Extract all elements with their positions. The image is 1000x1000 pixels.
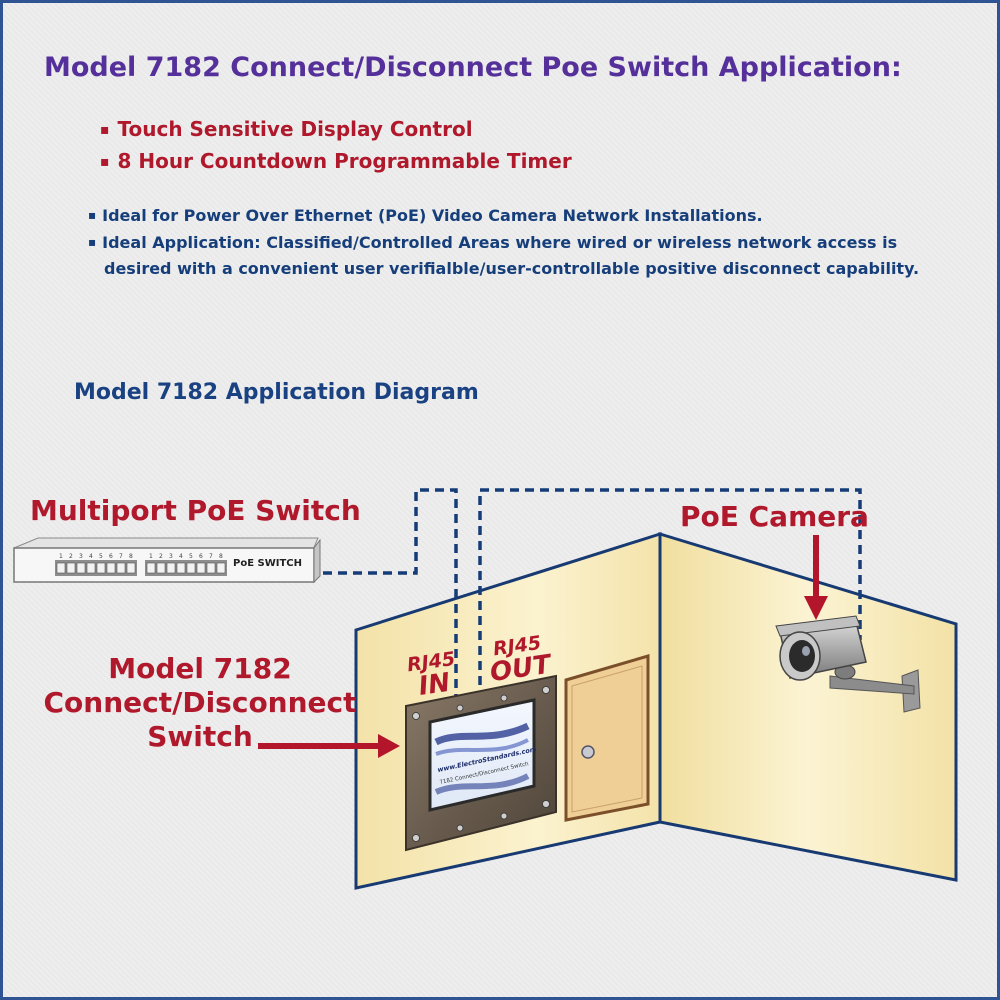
switch-port-number: 8: [129, 553, 133, 560]
cable-switch-to-in: [308, 488, 458, 700]
switch-port-number: 2: [69, 553, 73, 560]
notes-list: Ideal for Power Over Ethernet (PoE) Vide…: [88, 202, 988, 282]
switch-port: [56, 562, 66, 574]
poe-camera-device: [775, 615, 921, 713]
switch-port-number: 3: [169, 553, 173, 560]
switch-badge-text: PoE SWITCH: [233, 558, 302, 569]
switch-port: [76, 562, 86, 574]
note-item: Ideal for Power Over Ethernet (PoE) Vide…: [88, 202, 988, 229]
switch-port-number: 1: [59, 553, 63, 560]
switch-port-number: 5: [189, 553, 193, 560]
rj45-in-label: RJ45 IN: [395, 647, 471, 702]
switch-port: [206, 562, 216, 574]
note-item: Ideal Application: Classified/Controlled…: [88, 229, 988, 282]
switch-port-number: 7: [119, 553, 123, 560]
switch-port-number: 2: [159, 553, 163, 560]
switch-port-number: 8: [219, 553, 223, 560]
switch-port: [146, 562, 156, 574]
switch-port: [96, 562, 106, 574]
door: [564, 653, 650, 822]
model-7182-panel: www.ElectroStandards.com 7182 Connect/Di…: [405, 674, 557, 852]
panel-screws: [412, 686, 550, 842]
switch-port: [216, 562, 226, 574]
switch-port: [66, 562, 76, 574]
pointer-arrows: [258, 535, 828, 758]
feature-item: Touch Sensitive Display Control: [100, 114, 572, 146]
switch-port: [126, 562, 136, 574]
model-label-line: Switch: [147, 720, 253, 753]
door-knob: [581, 745, 595, 759]
switch-port-number: 6: [199, 553, 203, 560]
switch-port-number: 5: [99, 553, 103, 560]
switch-port: [166, 562, 176, 574]
model-label-line: Model 7182: [108, 652, 292, 685]
switch-port-number: 1: [149, 553, 153, 560]
switch-port: [106, 562, 116, 574]
switch-port: [116, 562, 126, 574]
camera-arrow-head: [804, 596, 828, 620]
switch-port-number: 3: [79, 553, 83, 560]
multiport-switch-label: Multiport PoE Switch: [30, 494, 361, 527]
feature-list: Touch Sensitive Display Control 8 Hour C…: [100, 114, 572, 178]
rj45-out-label: RJ45 OUT: [481, 631, 557, 688]
cables: [308, 488, 862, 700]
switch-port-number: 4: [179, 553, 183, 560]
switch-port-number: 4: [89, 553, 93, 560]
switch-port: [176, 562, 186, 574]
model-switch-label: Model 7182 Connect/Disconnect Switch: [40, 652, 360, 754]
poe-camera-label: PoE Camera: [680, 500, 869, 533]
switch-port: [86, 562, 96, 574]
page-title: Model 7182 Connect/Disconnect Poe Switch…: [44, 52, 902, 83]
switch-port-number: 6: [109, 553, 113, 560]
switch-arrow-head: [378, 734, 400, 758]
switch-port: [186, 562, 196, 574]
note-text: Ideal Application: Classified/Controlled…: [102, 233, 898, 252]
switch-port: [156, 562, 166, 574]
cable-out-to-camera: [478, 488, 862, 700]
note-text: Ideal for Power Over Ethernet (PoE) Vide…: [102, 206, 763, 225]
right-wall: [658, 531, 958, 882]
model-label-line: Connect/Disconnect: [43, 686, 357, 719]
feature-item: 8 Hour Countdown Programmable Timer: [100, 146, 572, 178]
switch-port: [196, 562, 206, 574]
switch-port-number: 7: [209, 553, 213, 560]
diagram-title: Model 7182 Application Diagram: [74, 380, 479, 405]
note-text-continued: desired with a convenient user verifialb…: [104, 259, 920, 278]
